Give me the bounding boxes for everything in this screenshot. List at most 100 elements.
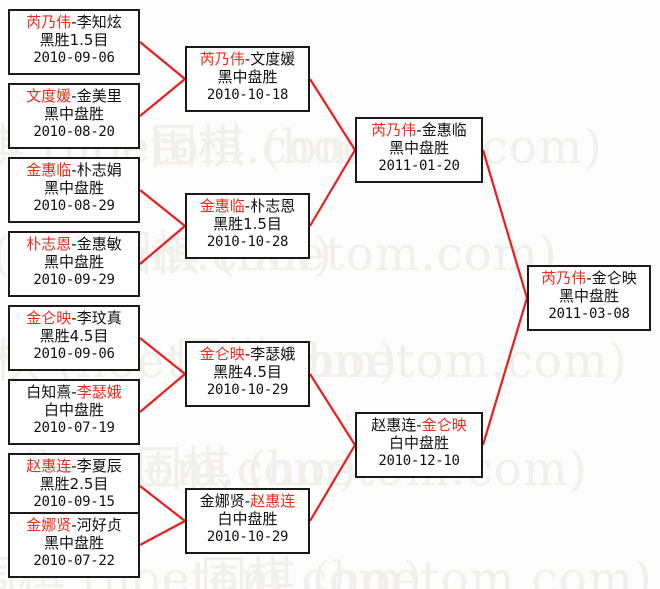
player-right: 金仑映 xyxy=(421,416,467,434)
player-right: 李夏辰 xyxy=(76,457,122,475)
match-date: 2010-10-28 xyxy=(206,233,289,250)
match-result: 黑中盘胜 xyxy=(558,287,619,306)
player-separator: - xyxy=(71,87,77,105)
connector-line-2 xyxy=(139,189,186,227)
player-separator: - xyxy=(71,516,77,534)
match-players: 朴志恩-金惠敏 xyxy=(10,235,138,253)
connector-line-3 xyxy=(139,225,186,265)
connector-line-11 xyxy=(309,444,356,522)
connector-line-7 xyxy=(139,520,186,546)
player-right: 金美里 xyxy=(76,87,122,105)
connector-line-8 xyxy=(309,78,356,151)
connector-line-9 xyxy=(309,149,356,227)
match-date: 2010-08-20 xyxy=(33,123,115,140)
match-result: 黑中盘胜 xyxy=(43,105,104,124)
player-right: 朴志娟 xyxy=(76,161,122,179)
connector-line-5 xyxy=(139,373,186,413)
player-right: 李玟真 xyxy=(76,309,122,327)
match-date: 2011-01-20 xyxy=(378,157,460,174)
player-right: 河好贞 xyxy=(76,516,122,534)
player-left: 金仑映 xyxy=(26,309,72,327)
match-result: 白中盘胜 xyxy=(388,434,449,453)
player-separator: - xyxy=(416,416,422,434)
player-separator: - xyxy=(244,492,251,510)
match-date: 2010-12-10 xyxy=(378,452,460,469)
player-separator: - xyxy=(71,161,77,179)
match-result: 黑中盘胜 xyxy=(43,534,104,553)
match-players: 芮乃伟-金惠临 xyxy=(357,121,481,139)
player-right: 赵惠连 xyxy=(250,492,296,510)
player-right: 李知炫 xyxy=(76,13,122,31)
connector-line-0 xyxy=(139,41,186,80)
match-result: 黑胜4.5目 xyxy=(39,327,109,346)
player-right: 李瑟娥 xyxy=(76,383,122,401)
player-separator: - xyxy=(244,197,251,215)
match-date: 2010-10-29 xyxy=(206,528,289,545)
match-date: 2010-07-19 xyxy=(33,419,115,436)
match-players: 金仑映-李玟真 xyxy=(10,309,138,327)
connector-line-10 xyxy=(309,373,356,446)
player-separator: - xyxy=(71,13,77,31)
player-left: 赵惠连 xyxy=(371,416,417,434)
connector-line-6 xyxy=(139,485,186,522)
player-separator: - xyxy=(71,383,77,401)
match-date: 2010-09-15 xyxy=(33,493,115,510)
player-left: 金娜贤 xyxy=(26,516,72,534)
player-separator: - xyxy=(244,50,251,68)
player-separator: - xyxy=(71,309,77,327)
match-date: 2010-10-18 xyxy=(206,86,289,103)
player-left: 金仑映 xyxy=(199,345,245,363)
match-result: 黑胜2.5目 xyxy=(39,475,109,494)
match-result: 黑中盘胜 xyxy=(43,179,104,198)
match-result: 黑中盘胜 xyxy=(217,68,278,87)
connector-line-4 xyxy=(139,337,186,375)
player-separator: - xyxy=(244,345,251,363)
match-players: 赵惠连-金仑映 xyxy=(357,416,481,434)
match-players: 芮乃伟-李知炫 xyxy=(10,13,138,31)
match-players: 赵惠连-李夏辰 xyxy=(10,457,138,475)
connector-line-12 xyxy=(481,149,529,299)
player-separator: - xyxy=(586,269,592,287)
player-right: 李瑟娥 xyxy=(250,345,296,363)
connector-line-1 xyxy=(139,78,186,117)
match-date: 2010-09-06 xyxy=(33,49,115,66)
match-players: 白知熹-李瑟娥 xyxy=(10,383,138,401)
player-right: 朴志恩 xyxy=(250,197,296,215)
player-left: 芮乃伟 xyxy=(199,50,245,68)
player-left: 文度媛 xyxy=(26,87,72,105)
match-players: 芮乃伟-文度媛 xyxy=(187,50,308,68)
match-players: 金仑映-李瑟娥 xyxy=(187,345,308,363)
match-date: 2010-09-06 xyxy=(33,345,115,362)
match-result: 黑胜1.5目 xyxy=(213,215,282,234)
player-right: 文度媛 xyxy=(250,50,296,68)
player-right: 金惠敏 xyxy=(76,235,122,253)
player-left: 朴志恩 xyxy=(26,235,72,253)
player-separator: - xyxy=(71,235,77,253)
player-left: 金娜贤 xyxy=(199,492,245,510)
match-date: 2011-03-08 xyxy=(548,305,630,322)
match-result: 黑胜4.5目 xyxy=(213,363,282,382)
match-result: 黑中盘胜 xyxy=(43,253,104,272)
player-left: 赵惠连 xyxy=(26,457,72,475)
watermark-text: 围棋 (hoetom.com) xyxy=(105,227,558,282)
match-result: 白中盘胜 xyxy=(43,401,104,420)
match-players: 金娜贤-河好贞 xyxy=(10,516,138,534)
player-left: 白知熹 xyxy=(26,383,72,401)
match-players: 金惠临-朴志娟 xyxy=(10,161,138,179)
